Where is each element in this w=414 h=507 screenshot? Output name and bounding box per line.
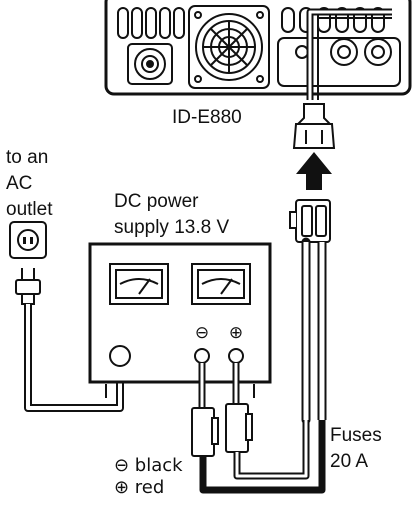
fuses-label-line2: 20 A xyxy=(330,451,369,472)
legend-black-wire: ⊖ black xyxy=(114,455,183,476)
ac-power-cord xyxy=(24,304,124,412)
ac-outlet-icon xyxy=(9,221,47,259)
radio-dc-cable xyxy=(306,8,392,100)
connect-arrow-icon xyxy=(296,152,332,190)
voltmeter-icon xyxy=(109,263,169,305)
negative-terminal-symbol: ⊖ xyxy=(195,323,209,343)
ac-plug-icon xyxy=(15,268,41,305)
fuse-holder-red xyxy=(225,403,253,453)
positive-terminal-symbol: ⊕ xyxy=(229,323,243,343)
psu-label-line2: supply 13.8 V xyxy=(114,217,230,238)
fuse-holder-black xyxy=(191,407,219,457)
dc-power-supply xyxy=(88,242,272,398)
psu-side-connector xyxy=(289,199,331,243)
ammeter-icon xyxy=(191,263,251,305)
outlet-label-line1: to an xyxy=(6,147,49,168)
fuses-label-line1: Fuses xyxy=(330,425,382,446)
legend-red-wire: ⊕ red xyxy=(114,477,165,498)
fused-leads xyxy=(199,420,326,494)
power-switch-icon xyxy=(109,345,131,367)
negative-terminal xyxy=(194,348,210,364)
cooling-fan-icon xyxy=(188,5,270,89)
psu-label-line1: DC power xyxy=(114,191,199,212)
radio-model-label: ID-E880 xyxy=(172,107,242,128)
outlet-label-line2: AC xyxy=(6,173,33,194)
radio-side-connector xyxy=(292,103,336,149)
antenna-connector xyxy=(127,43,173,85)
rear-jacks xyxy=(277,37,401,87)
radio-unit xyxy=(104,0,412,96)
outlet-label-line3: outlet xyxy=(6,199,53,220)
twin-lead-cable xyxy=(301,237,327,425)
positive-terminal xyxy=(228,348,244,364)
